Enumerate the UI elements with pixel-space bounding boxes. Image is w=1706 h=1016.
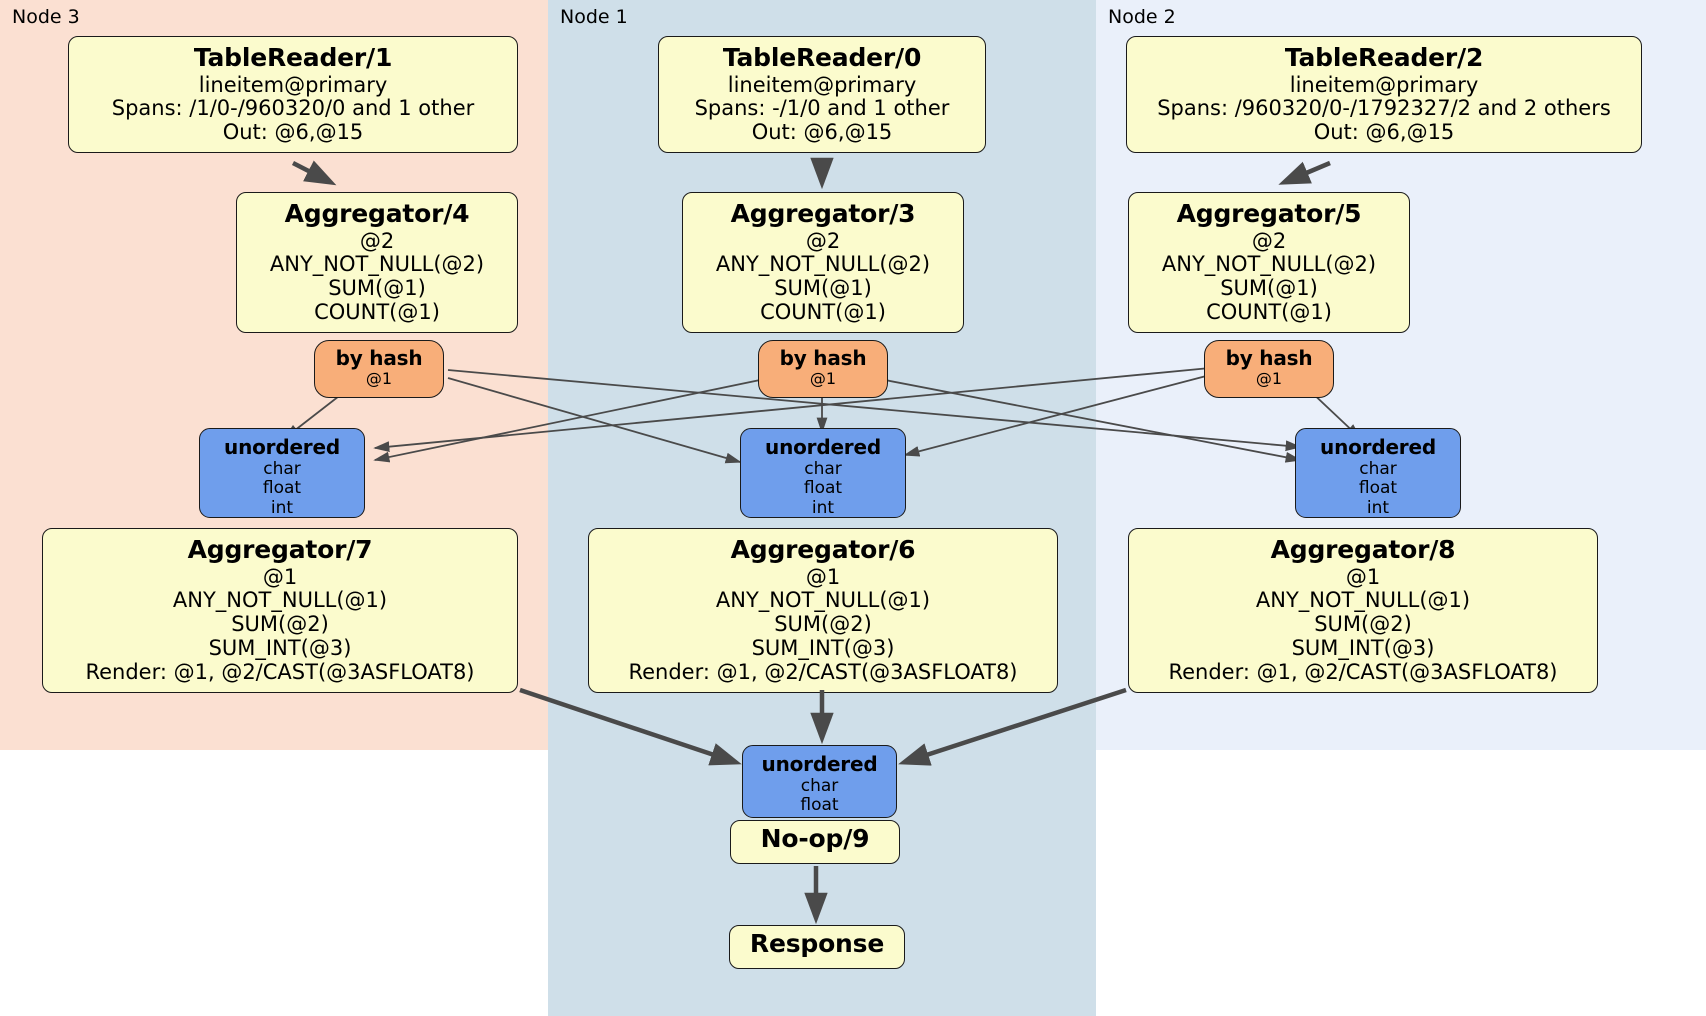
node-title: TableReader/2 bbox=[1284, 43, 1484, 72]
node-detail-agg-2: SUM_INT(@3) bbox=[1291, 636, 1435, 661]
router-column: @1 bbox=[809, 368, 837, 388]
router-column: @1 bbox=[365, 368, 393, 388]
processor-aggregator-5[interactable]: Aggregator/5 @2 ANY_NOT_NULL(@2) SUM(@1)… bbox=[1128, 192, 1410, 334]
router-type-1: float bbox=[803, 478, 843, 499]
router-unordered-middle[interactable]: unordered char float int bbox=[740, 428, 906, 518]
node-detail-agg-0: ANY_NOT_NULL(@1) bbox=[172, 588, 388, 613]
node-detail-agg-1: SUM(@2) bbox=[1314, 612, 1412, 637]
node-detail-render: Render: @1, @2/CAST(@3ASFLOAT8) bbox=[85, 660, 475, 685]
router-type-0: char bbox=[263, 458, 301, 479]
router-unordered-final[interactable]: unordered char float bbox=[742, 745, 897, 818]
processor-aggregator-8[interactable]: Aggregator/8 @1 ANY_NOT_NULL(@1) SUM(@2)… bbox=[1128, 528, 1598, 694]
node-detail-groupcol: @2 bbox=[1251, 228, 1287, 253]
router-title: unordered bbox=[224, 435, 340, 459]
node-detail-agg-1: SUM(@1) bbox=[328, 276, 426, 301]
node-detail-agg-1: SUM(@1) bbox=[774, 276, 872, 301]
node-detail-agg-2: SUM_INT(@3) bbox=[208, 636, 352, 661]
node-detail-agg-0: ANY_NOT_NULL(@1) bbox=[715, 588, 931, 613]
cluster-label-node-2: Node 2 bbox=[1108, 6, 1176, 28]
router-title: unordered bbox=[1320, 435, 1436, 459]
processor-response[interactable]: Response bbox=[729, 925, 905, 969]
node-title: Aggregator/5 bbox=[1176, 199, 1362, 228]
processor-aggregator-3[interactable]: Aggregator/3 @2 ANY_NOT_NULL(@2) SUM(@1)… bbox=[682, 192, 964, 334]
node-detail-agg-0: ANY_NOT_NULL(@2) bbox=[269, 252, 485, 277]
router-type-2: int bbox=[811, 497, 835, 518]
processor-tablereader-0[interactable]: TableReader/0 lineitem@primary Spans: -/… bbox=[658, 36, 986, 154]
node-title: Aggregator/3 bbox=[730, 199, 916, 228]
node-detail-agg-2: SUM_INT(@3) bbox=[751, 636, 895, 661]
router-type-0: char bbox=[800, 775, 839, 796]
node-detail-agg-1: SUM(@1) bbox=[1220, 276, 1318, 301]
router-unordered-left[interactable]: unordered char float int bbox=[199, 428, 365, 518]
node-detail-out: Out: @6,@15 bbox=[222, 120, 364, 145]
node-detail-out: Out: @6,@15 bbox=[1313, 120, 1455, 145]
processor-tablereader-2[interactable]: TableReader/2 lineitem@primary Spans: /9… bbox=[1126, 36, 1642, 154]
processor-no-op-9[interactable]: No-op/9 bbox=[730, 820, 900, 864]
node-title: Aggregator/4 bbox=[284, 199, 470, 228]
router-title: unordered bbox=[761, 752, 878, 776]
node-detail-out: Out: @6,@15 bbox=[751, 120, 893, 145]
node-detail-table: lineitem@primary bbox=[198, 72, 388, 97]
node-detail-table: lineitem@primary bbox=[1289, 72, 1479, 97]
node-title: No-op/9 bbox=[760, 824, 870, 853]
router-type-1: float bbox=[262, 478, 302, 499]
node-detail-groupcol: @1 bbox=[1345, 564, 1381, 589]
router-type-0: char bbox=[1359, 458, 1397, 479]
node-detail-agg-0: ANY_NOT_NULL(@2) bbox=[1161, 252, 1377, 277]
router-title: unordered bbox=[765, 435, 881, 459]
router-title: by hash bbox=[335, 346, 423, 370]
processor-aggregator-4[interactable]: Aggregator/4 @2 ANY_NOT_NULL(@2) SUM(@1)… bbox=[236, 192, 518, 334]
node-title: Aggregator/7 bbox=[187, 535, 373, 564]
node-detail-agg-0: ANY_NOT_NULL(@1) bbox=[1255, 588, 1471, 613]
node-detail-agg-2: COUNT(@1) bbox=[760, 300, 886, 325]
node-detail-render: Render: @1, @2/CAST(@3ASFLOAT8) bbox=[1168, 660, 1558, 685]
node-detail-agg-1: SUM(@2) bbox=[774, 612, 872, 637]
cluster-label-node-1: Node 1 bbox=[560, 6, 628, 28]
processor-aggregator-6[interactable]: Aggregator/6 @1 ANY_NOT_NULL(@1) SUM(@2)… bbox=[588, 528, 1058, 694]
router-type-0: char bbox=[804, 458, 842, 479]
router-type-2: int bbox=[270, 497, 294, 518]
router-by-hash-left[interactable]: by hash @1 bbox=[314, 340, 444, 398]
processor-aggregator-7[interactable]: Aggregator/7 @1 ANY_NOT_NULL(@1) SUM(@2)… bbox=[42, 528, 518, 694]
node-detail-spans: Spans: /960320/0-/1792327/2 and 2 others bbox=[1157, 96, 1611, 121]
router-title: by hash bbox=[1225, 346, 1313, 370]
cluster-label-node-3: Node 3 bbox=[12, 6, 80, 28]
node-detail-agg-2: COUNT(@1) bbox=[1206, 300, 1332, 325]
node-title: Response bbox=[749, 929, 885, 958]
router-unordered-right[interactable]: unordered char float int bbox=[1295, 428, 1461, 518]
router-column: @1 bbox=[1255, 368, 1283, 388]
router-by-hash-middle[interactable]: by hash @1 bbox=[758, 340, 888, 398]
node-title: TableReader/0 bbox=[722, 43, 922, 72]
router-type-1: float bbox=[1358, 478, 1398, 499]
node-detail-agg-0: ANY_NOT_NULL(@2) bbox=[715, 252, 931, 277]
node-detail-render: Render: @1, @2/CAST(@3ASFLOAT8) bbox=[628, 660, 1018, 685]
node-detail-groupcol: @1 bbox=[805, 564, 841, 589]
node-detail-spans: Spans: /1/0-/960320/0 and 1 other bbox=[111, 96, 475, 121]
router-type-1: float bbox=[800, 795, 839, 816]
node-detail-agg-2: COUNT(@1) bbox=[314, 300, 440, 325]
node-detail-groupcol: @1 bbox=[262, 564, 298, 589]
node-detail-groupcol: @2 bbox=[805, 228, 841, 253]
node-title: Aggregator/6 bbox=[730, 535, 916, 564]
processor-tablereader-1[interactable]: TableReader/1 lineitem@primary Spans: /1… bbox=[68, 36, 518, 154]
node-detail-table: lineitem@primary bbox=[727, 72, 917, 97]
router-title: by hash bbox=[779, 346, 867, 370]
node-detail-groupcol: @2 bbox=[359, 228, 395, 253]
node-detail-agg-1: SUM(@2) bbox=[231, 612, 329, 637]
node-detail-spans: Spans: -/1/0 and 1 other bbox=[694, 96, 950, 121]
router-type-2: int bbox=[1366, 497, 1390, 518]
node-title: Aggregator/8 bbox=[1270, 535, 1456, 564]
node-title: TableReader/1 bbox=[193, 43, 393, 72]
router-by-hash-right[interactable]: by hash @1 bbox=[1204, 340, 1334, 398]
